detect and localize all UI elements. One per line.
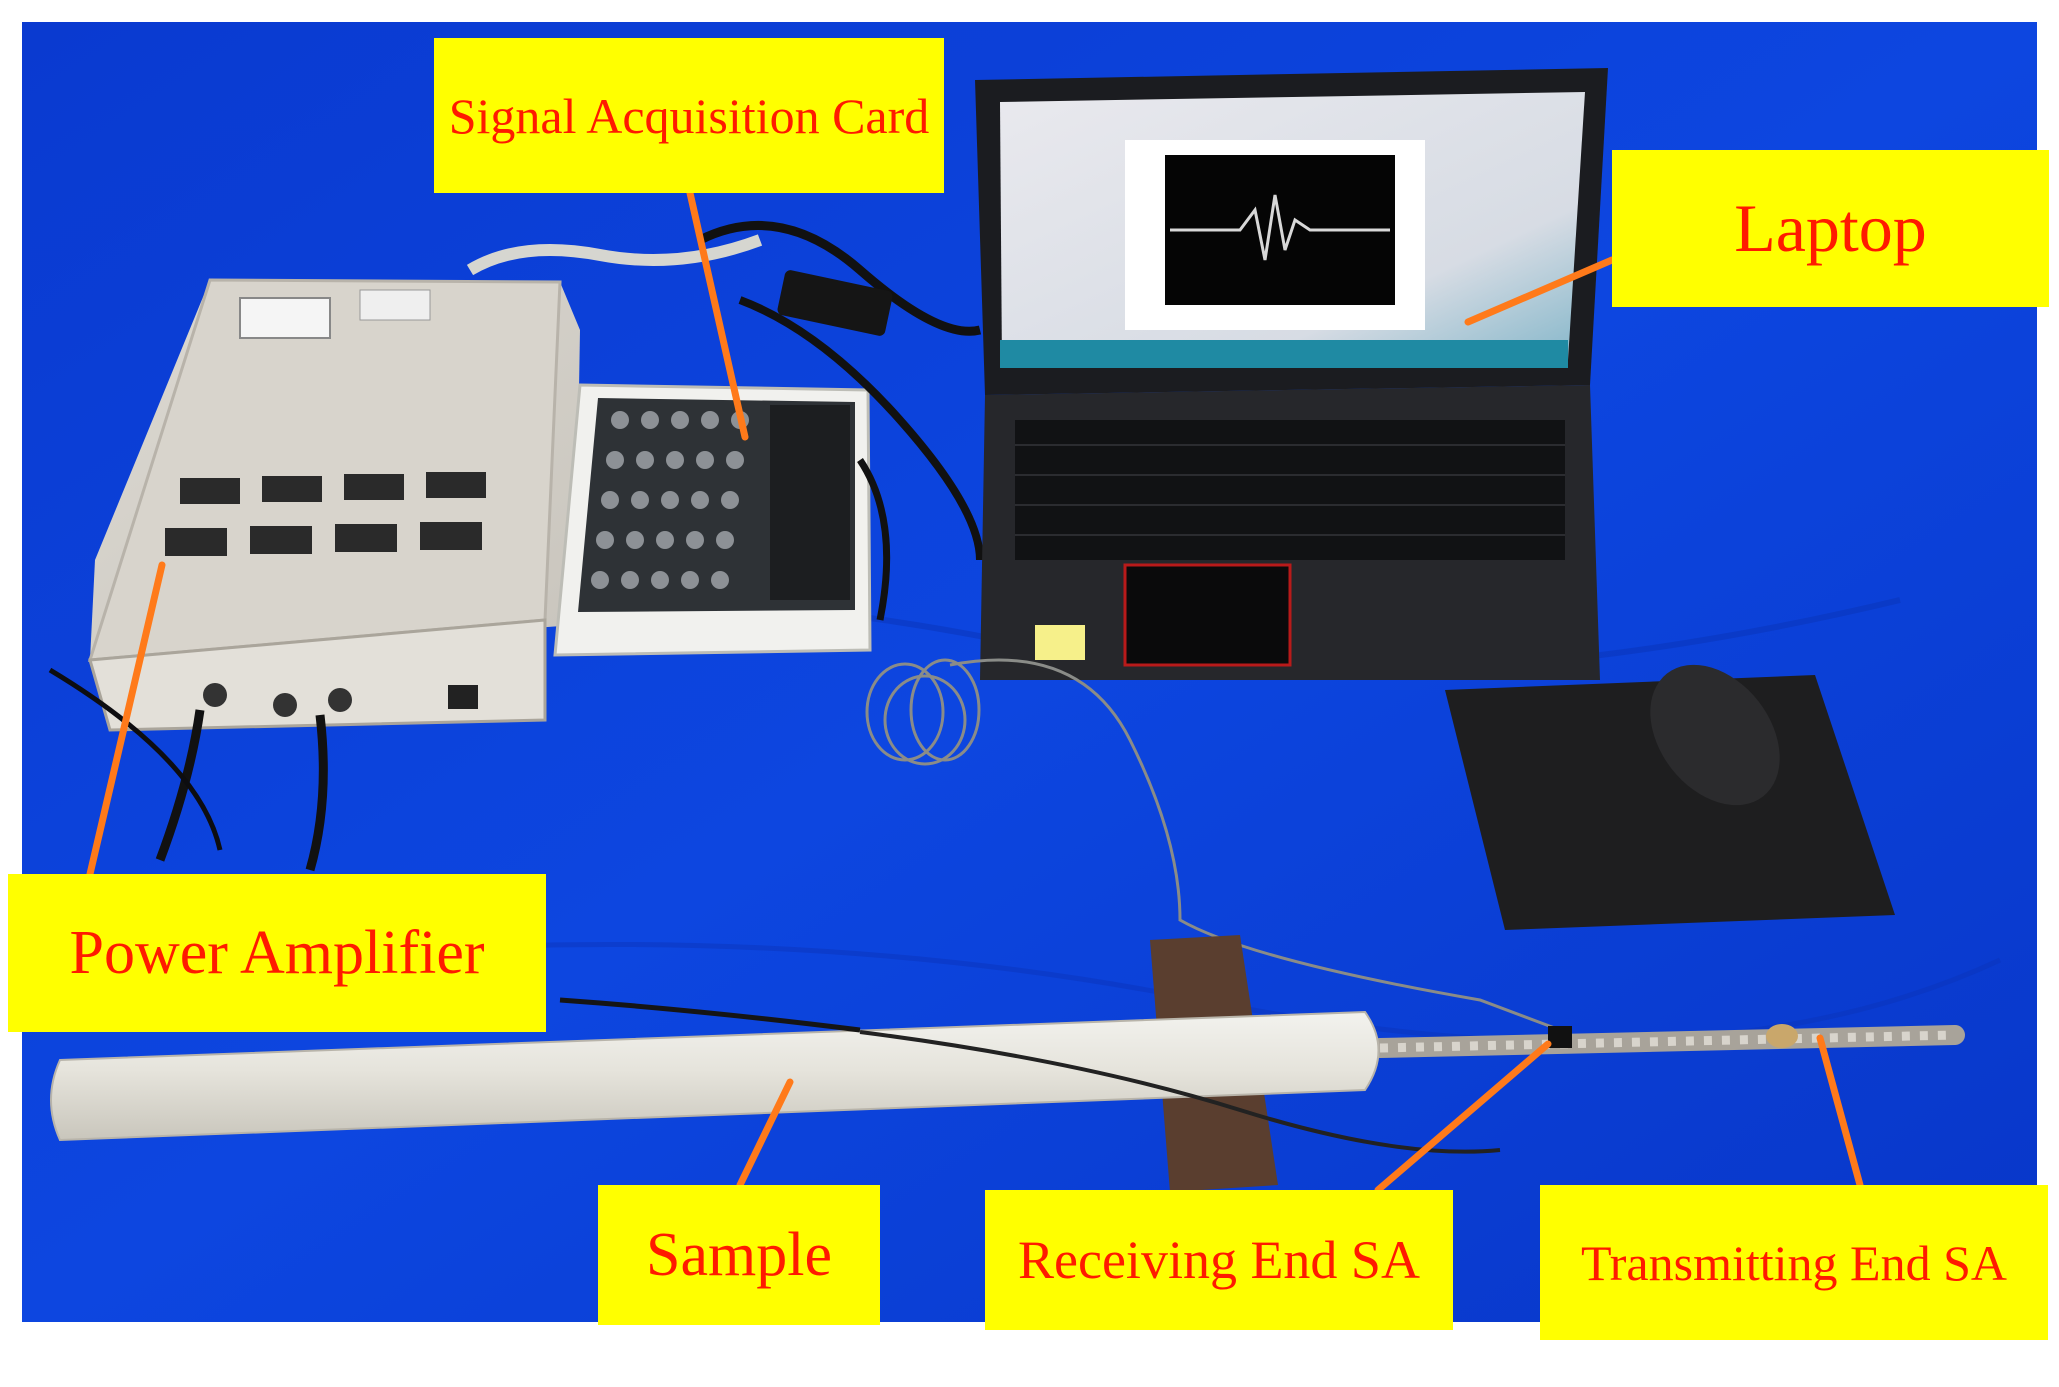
cable	[48, 667, 223, 851]
leader-line-transmitting	[1816, 1034, 1864, 1189]
cable	[738, 296, 984, 561]
label-signal-acquisition-card: Signal Acquisition Card	[434, 38, 944, 193]
leader-line-power	[86, 561, 166, 878]
transmitting-sensor	[1766, 1024, 1798, 1048]
leader-lines	[86, 189, 1864, 1194]
label-laptop: Laptop	[1612, 150, 2049, 307]
cable	[466, 234, 763, 276]
power-amplifier-device	[87, 278, 580, 872]
leader-line-signal	[686, 189, 749, 441]
cable	[697, 220, 982, 336]
power-adapter	[777, 270, 893, 336]
receiving-sensor	[1548, 1026, 1572, 1048]
laptop-device	[975, 68, 1608, 680]
leader-line-laptop	[1464, 256, 1616, 326]
label-transmitting-end-sa: Transmitting End SA	[1540, 1185, 2048, 1340]
mouse	[1650, 664, 1780, 806]
mouse-pad	[1445, 675, 1895, 930]
cable	[857, 458, 891, 621]
label-receiving-end-sa: Receiving End SA	[985, 1190, 1453, 1330]
sensor-wire-coil	[865, 658, 1561, 1032]
leader-line-sample	[736, 1078, 794, 1189]
label-sample: Sample	[598, 1185, 880, 1325]
leader-line-receiving	[1374, 1040, 1552, 1194]
label-power-amplifier: Power Amplifier	[8, 874, 546, 1032]
rebar	[1370, 1025, 1965, 1058]
signal-acquisition-card-device	[553, 383, 872, 657]
cable	[559, 997, 861, 1033]
